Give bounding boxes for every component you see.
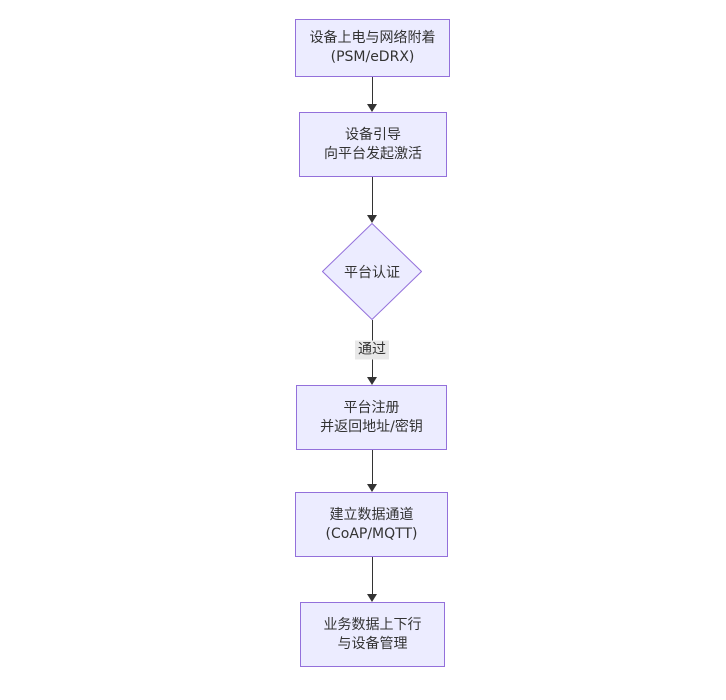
- edge-register-to-channel: [367, 450, 377, 492]
- node-text-line: 向平台发起激活: [324, 145, 422, 162]
- arrowhead-down-icon: [367, 104, 377, 112]
- edge-boot-to-auth: [367, 177, 377, 223]
- node-text-line: 并返回地址/密钥: [320, 418, 423, 435]
- edge-line: [371, 450, 373, 484]
- node-business-data: 业务数据上下行 与设备管理: [300, 602, 445, 667]
- edge-line: [371, 557, 373, 594]
- node-data-channel: 建立数据通道 (CoAP/MQTT): [295, 492, 448, 557]
- arrowhead-down-icon: [367, 215, 377, 223]
- arrowhead-down-icon: [367, 377, 377, 385]
- decision-platform-auth: 平台认证: [322, 223, 422, 320]
- node-platform-register: 平台注册 并返回地址/密钥: [296, 385, 447, 450]
- edge-label-pass: 通过: [355, 340, 389, 360]
- node-device-bootstrap: 设备引导 向平台发起激活: [299, 112, 447, 177]
- node-text-line: 设备上电与网络附着: [309, 30, 436, 46]
- node-text-line: 与设备管理: [337, 635, 408, 652]
- arrowhead-down-icon: [367, 484, 377, 492]
- node-text-line: (CoAP/MQTT): [325, 525, 418, 542]
- node-text-line: 建立数据通道: [329, 506, 414, 523]
- node-text-line: 设备引导: [345, 126, 401, 143]
- node-power-network-attach: 设备上电与网络附着 (PSM/eDRX): [295, 19, 450, 77]
- edge-channel-to-business: [367, 557, 377, 602]
- diamond-shape: [322, 223, 422, 320]
- edge-line: [371, 77, 373, 104]
- node-text-line: 平台注册: [343, 399, 400, 416]
- decision-label: 平台认证: [344, 264, 400, 281]
- edge-power-to-boot: [367, 77, 377, 112]
- node-text-line: 业务数据上下行: [323, 616, 422, 633]
- arrowhead-down-icon: [367, 594, 377, 602]
- edge-line: [371, 177, 373, 215]
- node-text-line: (PSM/eDRX): [330, 49, 415, 65]
